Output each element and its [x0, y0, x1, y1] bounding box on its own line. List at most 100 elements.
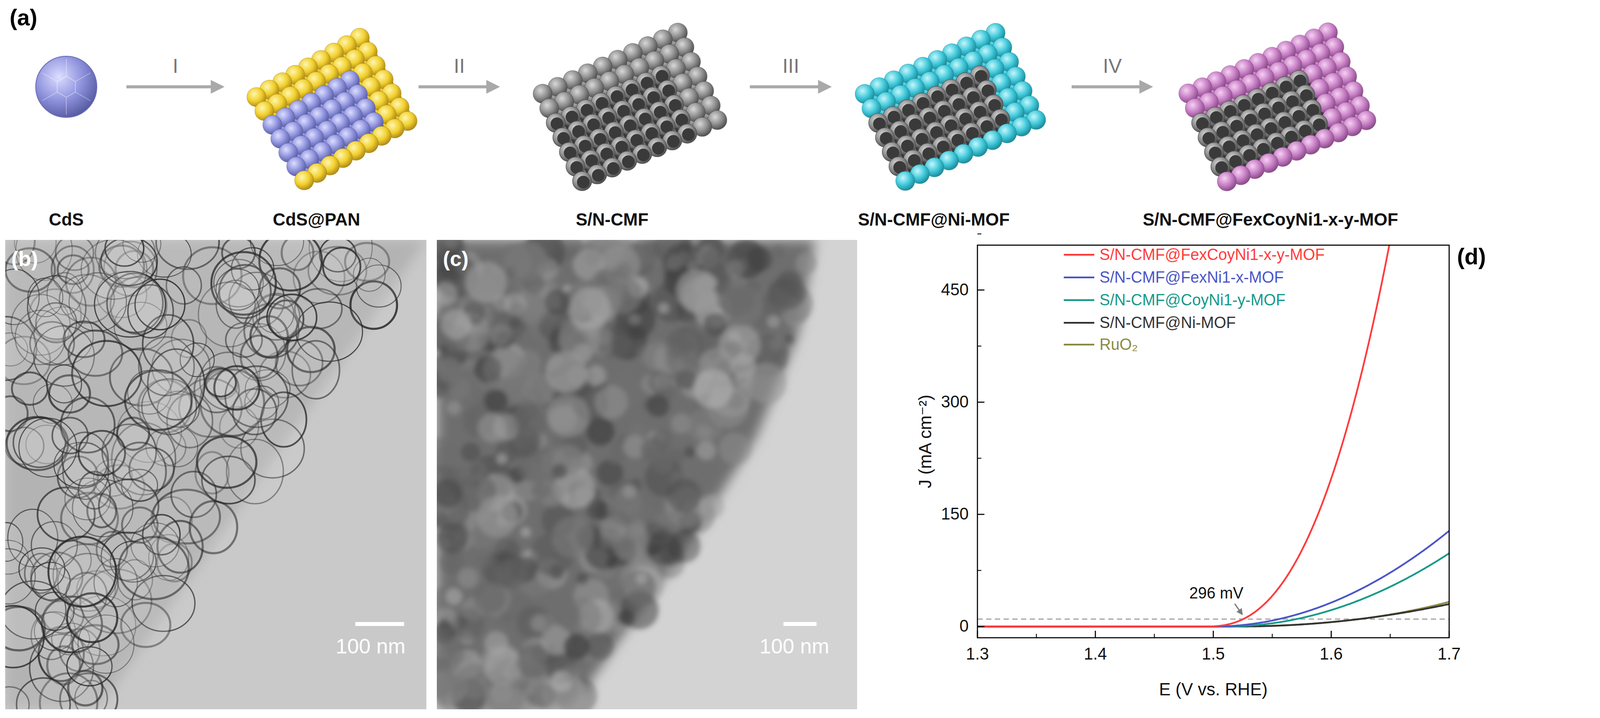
texture-blob [607, 449, 622, 464]
texture-blob [783, 333, 795, 345]
texture-blob [509, 316, 521, 329]
facet-line [57, 76, 76, 98]
tick-label: 1.4 [1083, 644, 1107, 664]
legend-swatch [1063, 253, 1095, 256]
cds-pan-fiber [246, 28, 417, 191]
process-arrow [126, 85, 217, 89]
texture-blob [772, 245, 785, 258]
texture-blob [465, 261, 508, 303]
texture-blob [558, 319, 573, 334]
texture-blob [532, 480, 551, 499]
tick [977, 401, 985, 403]
sphere-cavity [682, 128, 695, 141]
legend-swatch [1063, 343, 1095, 346]
tick-label: 1.6 [1319, 644, 1343, 664]
panel-letter: (d) [1457, 244, 1486, 269]
process-stage: S/N-CMF@FexCoyNi1-x-y-MOF [1153, 17, 1404, 157]
texture-blob [496, 453, 508, 464]
curves [977, 245, 1450, 627]
texture-blob [626, 363, 640, 376]
texture-blob [436, 356, 461, 381]
sphere-cavity [576, 175, 590, 189]
shell-ring [189, 500, 238, 553]
porous-region [5, 239, 427, 709]
texture-blob [436, 634, 465, 672]
texture-blob [770, 274, 806, 310]
texture-blob [667, 478, 702, 513]
tick-label: 300 [941, 392, 969, 412]
tick-label: 150 [941, 504, 969, 524]
texture-blob [605, 556, 620, 570]
texture-blob [730, 353, 756, 379]
cds-sphere [35, 56, 97, 118]
tick [1448, 630, 1451, 638]
texture-blob [457, 567, 479, 589]
texture-blob [770, 336, 785, 351]
texture-blob [476, 496, 518, 538]
axis-ticks [977, 233, 1450, 638]
tick [977, 289, 985, 291]
shell-ring [15, 309, 66, 365]
legend-text: S/N-CMF@FexNi1-x-MOF [1097, 268, 1286, 286]
texture-blob [677, 250, 689, 262]
legend-text: S/N-CMF@FexCoyNi1-x-y-MOF [1097, 245, 1327, 264]
texture-blob [666, 340, 706, 380]
texture-blob [641, 437, 668, 464]
tem-image [5, 239, 427, 709]
mof-region [436, 239, 816, 709]
texture-blob [465, 459, 487, 482]
process-arrow [418, 85, 493, 89]
shell-ring [205, 368, 237, 397]
axis-title: J (mA cm⁻²) [915, 394, 935, 488]
lsv-curve [977, 603, 1450, 627]
texture-blob [441, 309, 472, 340]
texture-blob [460, 442, 481, 463]
texture-blob [533, 612, 555, 634]
texture-blob [499, 609, 513, 623]
lsv-curve [977, 601, 1450, 627]
shell-ring [5, 686, 30, 709]
texture-blob [568, 287, 611, 330]
annotation: 296 mV [1189, 584, 1244, 602]
minor-tick [1035, 633, 1037, 638]
panel-letter: (b) [11, 247, 38, 271]
shell-ring [48, 536, 116, 606]
texture-blob [717, 277, 756, 317]
tick-label: 0 [959, 616, 969, 636]
texture-blob [469, 547, 491, 569]
tick [1212, 630, 1215, 638]
shell-ring [46, 364, 82, 403]
texture-blob [436, 478, 463, 508]
shell-ring [81, 239, 147, 300]
texture-blob [558, 608, 582, 632]
scale-bar-label: 100 nm [759, 634, 830, 658]
texture-blob [696, 440, 716, 460]
texture-blob [635, 572, 648, 585]
process-arrow [1071, 85, 1146, 89]
texture-blob [436, 281, 458, 306]
sphere-cavity [667, 135, 680, 148]
minor-tick [1389, 633, 1391, 638]
tick-label: 1.7 [1437, 644, 1461, 664]
minor-tick [977, 233, 982, 235]
step-label: IV [1102, 54, 1122, 78]
sphere-cavity [652, 141, 665, 155]
sphere-cavity [606, 162, 620, 175]
texture-blob [622, 484, 637, 498]
texture-blob [546, 394, 590, 437]
texture-blob [585, 631, 614, 660]
annotation-arrow [1234, 603, 1243, 614]
texture-blob [452, 607, 485, 640]
texture-blob [658, 302, 670, 314]
legend-swatch [1063, 276, 1095, 279]
texture-blob [571, 343, 592, 364]
sphere [294, 170, 314, 190]
carbon-fiber [533, 23, 728, 191]
texture-blob [620, 569, 657, 606]
texture-blob [667, 529, 701, 563]
texture-blob [684, 445, 696, 457]
shell-ring [197, 435, 257, 488]
tick-label: 1.3 [966, 644, 990, 664]
